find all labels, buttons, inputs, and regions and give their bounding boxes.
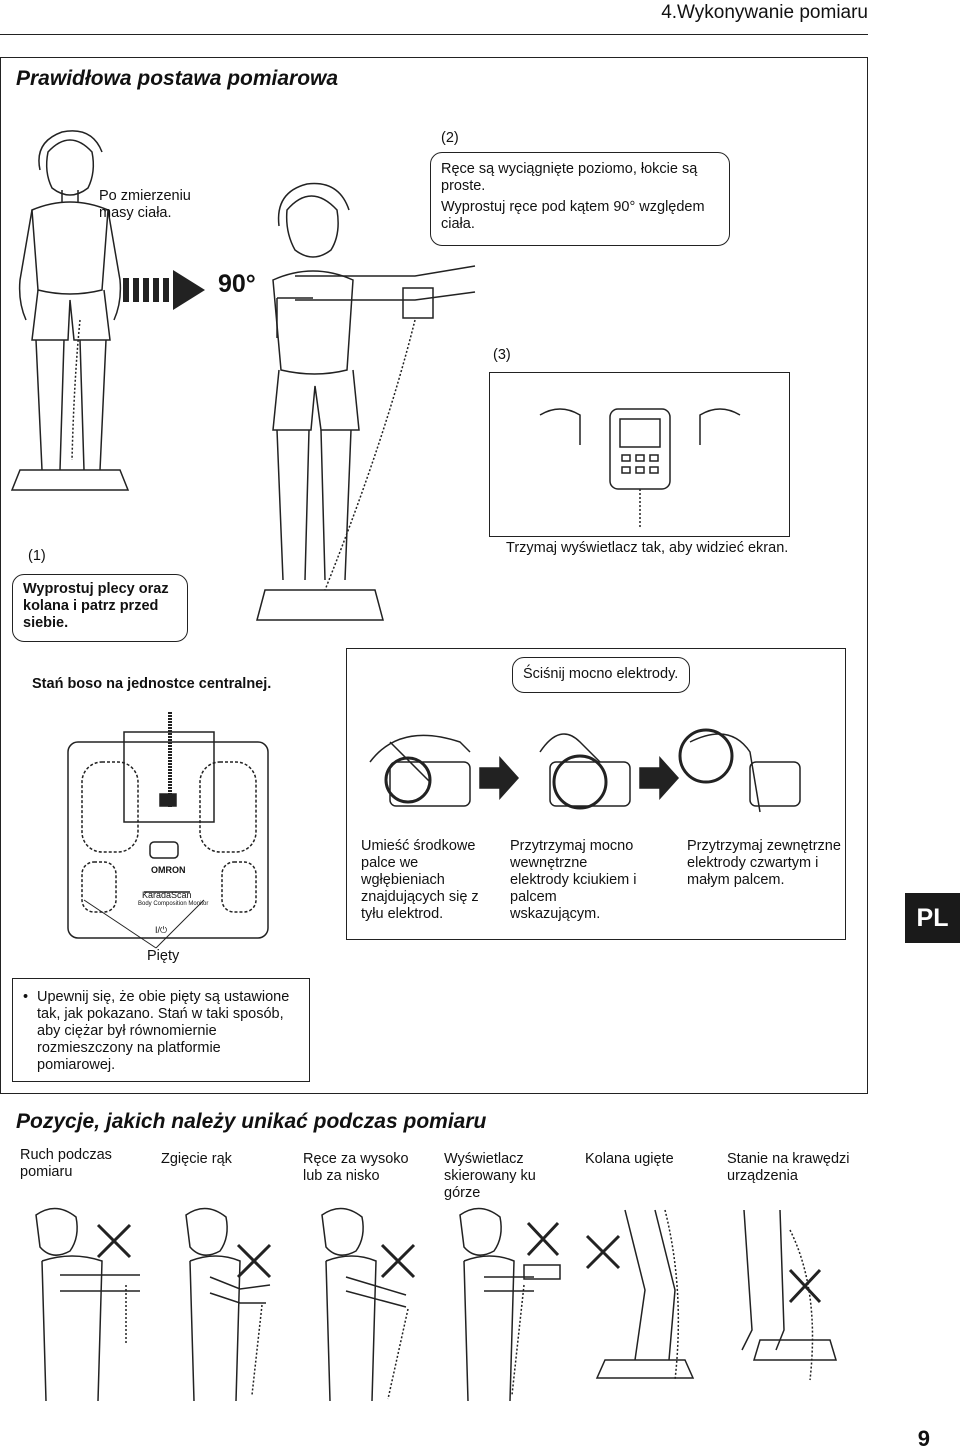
avoid-label-motion: Ruch podczas pomiaru	[20, 1147, 112, 1180]
avoid-label-arms-height: Ręce za wysoko lub za nisko	[303, 1151, 409, 1184]
step2-number: (2)	[441, 130, 459, 146]
step2-line2: Wyprostuj ręce pod kątem 90° względem ci…	[441, 199, 705, 232]
avoid-bent-arms-illustration	[180, 1205, 280, 1405]
device-model: KaradaScan	[142, 890, 192, 900]
after-weight-note: Po zmierzeniu masy ciała.	[99, 188, 191, 221]
avoid-positions-title: Pozycje, jakich należy unikać podczas po…	[16, 1110, 487, 1133]
woman-standing-arms-down-illustration	[10, 130, 140, 520]
avoid-label-bent-arms: Zgięcie rąk	[161, 1151, 232, 1167]
stand-caption: Stań boso na jednostce centralnej.	[32, 676, 272, 692]
avoid-arms-height-illustration	[316, 1205, 436, 1405]
device-power-label: I/⏻	[155, 925, 168, 935]
header-rule	[0, 34, 868, 35]
avoid-display-up-illustration	[454, 1205, 574, 1405]
heels-note: Upewnij się, że obie pięty są ustawione …	[23, 989, 299, 1074]
page-number: 9	[917, 1426, 930, 1451]
heels-label: Pięty	[147, 948, 180, 964]
grip-sequence-illustration	[370, 712, 800, 832]
angle-label: 90°	[218, 270, 256, 298]
chapter-header: 4.Wykonywanie pomiaru	[661, 2, 868, 23]
step1-number: (1)	[28, 548, 46, 564]
avoid-edge-illustration	[730, 1210, 840, 1390]
grip-step-1: Umieść środkowe palce we wgłębieniach zn…	[361, 838, 479, 922]
language-tab: PL	[905, 893, 960, 943]
correct-posture-title: Prawidłowa postawa pomiarowa	[16, 67, 339, 90]
grip-callout: Ściśnij mocno elektrody.	[512, 657, 690, 693]
grip-caption: Ściśnij mocno elektrody.	[523, 666, 679, 682]
avoid-label-display-up: Wyświetlacz skierowany ku górze	[444, 1151, 536, 1201]
woman-arms-extended-illustration	[255, 180, 495, 640]
scale-top-view-illustration	[64, 712, 274, 942]
step1-callout: Wyprostuj plecy oraz kolana i patrz prze…	[12, 574, 188, 642]
step3-caption: Trzymaj wyświetlacz tak, aby widzieć ekr…	[506, 540, 789, 556]
grip-step-2: Przytrzymaj mocno wewnętrzne elektrody k…	[510, 838, 637, 922]
step2-callout: Ręce są wyciągnięte poziomo, łokcie są p…	[430, 152, 730, 246]
avoid-bent-knees-illustration	[585, 1210, 695, 1390]
transition-arrow-icon	[123, 270, 205, 310]
heels-note-box: Upewnij się, że obie pięty są ustawione …	[12, 978, 310, 1082]
grip-steps-box	[346, 648, 846, 940]
hands-holding-display-illustration	[540, 395, 740, 530]
grip-step-3: Przytrzymaj zewnętrzne elektrody czwarty…	[687, 838, 841, 888]
avoid-motion-illustration	[30, 1205, 150, 1405]
device-subtitle: Body Composition Monitor	[138, 901, 209, 907]
device-brand: OMRON	[151, 865, 186, 875]
avoid-label-edge: Stanie na krawędzi urządzenia	[727, 1151, 850, 1184]
step3-number: (3)	[493, 347, 511, 363]
step2-line1: Ręce są wyciągnięte poziomo, łokcie są p…	[441, 161, 698, 194]
correct-posture-frame	[0, 57, 868, 1094]
heels-pointer-lines	[84, 900, 204, 950]
step1-text: Wyprostuj plecy oraz kolana i patrz prze…	[23, 581, 169, 631]
avoid-label-bent-knees: Kolana ugięte	[585, 1151, 674, 1167]
